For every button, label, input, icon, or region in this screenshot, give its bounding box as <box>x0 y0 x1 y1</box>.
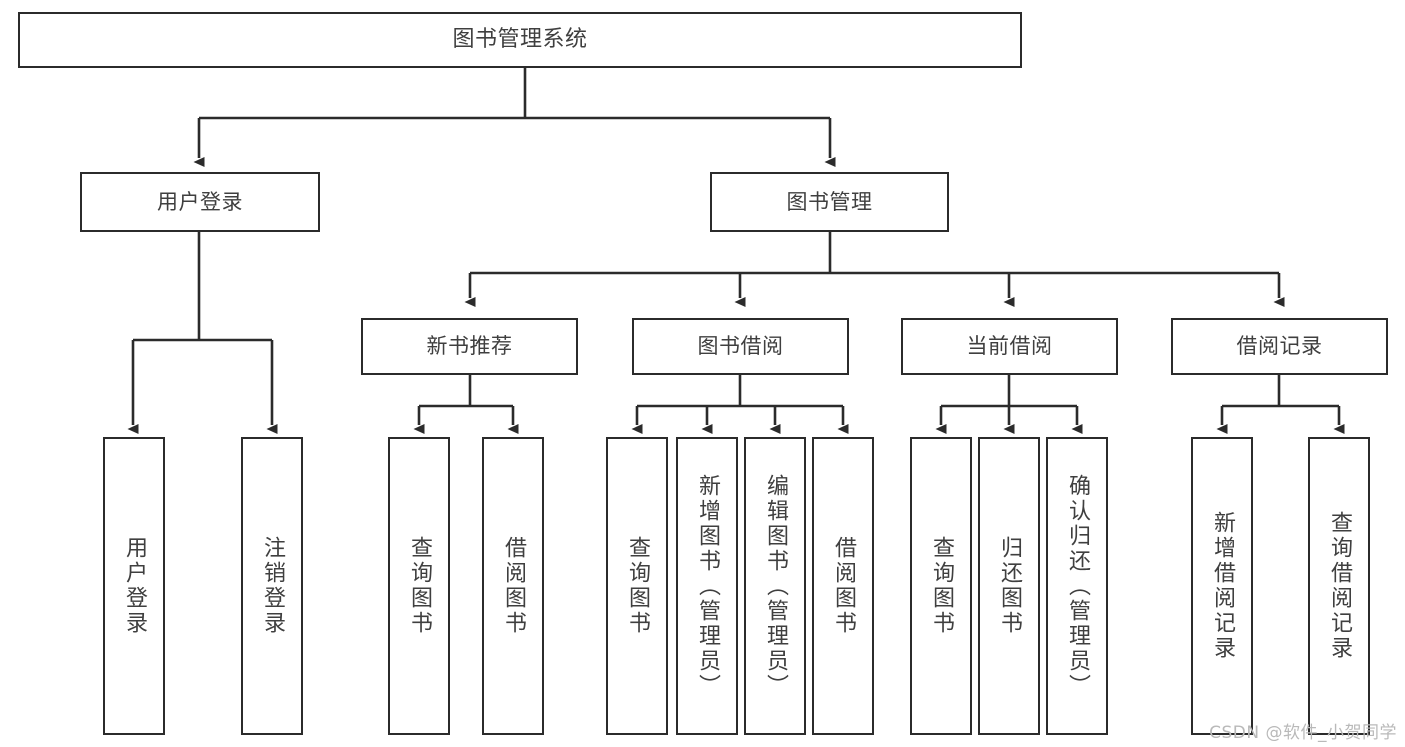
node-label: 借阅图书 <box>831 536 856 636</box>
leaf-current-borrow-return-book[interactable]: 归还图书 <box>978 437 1040 735</box>
leaf-book-borrow-edit-book-admin[interactable]: 编辑图书（管理员） <box>744 437 806 735</box>
node-new-book-recommendation[interactable]: 新书推荐 <box>361 318 578 375</box>
leaf-borrow-record-add-record[interactable]: 新增借阅记录 <box>1191 437 1253 735</box>
leaf-book-borrow-query-book[interactable]: 查询图书 <box>606 437 668 735</box>
node-root-book-management-system[interactable]: 图书管理系统 <box>18 12 1022 68</box>
node-label: 注销登录 <box>260 536 285 636</box>
node-label: 新增图书（管理员） <box>695 473 720 699</box>
leaf-borrow-record-query-record[interactable]: 查询借阅记录 <box>1308 437 1370 735</box>
node-label: 图书管理 <box>786 189 873 214</box>
node-label: 图书管理系统 <box>452 27 588 53</box>
node-label: 新增借阅记录 <box>1210 511 1235 661</box>
node-book-borrowing[interactable]: 图书借阅 <box>632 318 849 375</box>
node-label: 查询图书 <box>929 536 954 636</box>
node-label: 借阅图书 <box>501 536 526 636</box>
node-label: 图书借阅 <box>697 334 784 359</box>
node-current-borrowing[interactable]: 当前借阅 <box>901 318 1118 375</box>
leaf-new-book-query-book[interactable]: 查询图书 <box>388 437 450 735</box>
leaf-current-borrow-query-book[interactable]: 查询图书 <box>910 437 972 735</box>
node-label: 查询图书 <box>625 536 650 636</box>
node-label: 用户登录 <box>122 536 147 636</box>
node-label: 确认归还（管理员） <box>1065 473 1090 699</box>
csdn-watermark: CSDN @软件_小贺同学 <box>1209 723 1397 743</box>
node-label: 借阅记录 <box>1236 334 1323 359</box>
node-label: 查询借阅记录 <box>1327 511 1352 661</box>
node-label: 用户登录 <box>157 189 243 214</box>
node-label: 查询图书 <box>407 536 432 636</box>
leaf-user-login-logout[interactable]: 注销登录 <box>241 437 303 735</box>
node-label: 编辑图书（管理员） <box>763 473 788 699</box>
node-label: 当前借阅 <box>966 334 1053 359</box>
node-label: 新书推荐 <box>426 334 513 359</box>
node-label: 归还图书 <box>997 536 1022 636</box>
leaf-new-book-borrow-book[interactable]: 借阅图书 <box>482 437 544 735</box>
leaf-current-borrow-confirm-return-admin[interactable]: 确认归还（管理员） <box>1046 437 1108 735</box>
leaf-book-borrow-borrow-book[interactable]: 借阅图书 <box>812 437 874 735</box>
node-borrowing-records[interactable]: 借阅记录 <box>1171 318 1388 375</box>
node-user-login[interactable]: 用户登录 <box>80 172 320 232</box>
node-book-management[interactable]: 图书管理 <box>710 172 949 232</box>
leaf-book-borrow-add-book-admin[interactable]: 新增图书（管理员） <box>676 437 738 735</box>
leaf-user-login-login[interactable]: 用户登录 <box>103 437 165 735</box>
